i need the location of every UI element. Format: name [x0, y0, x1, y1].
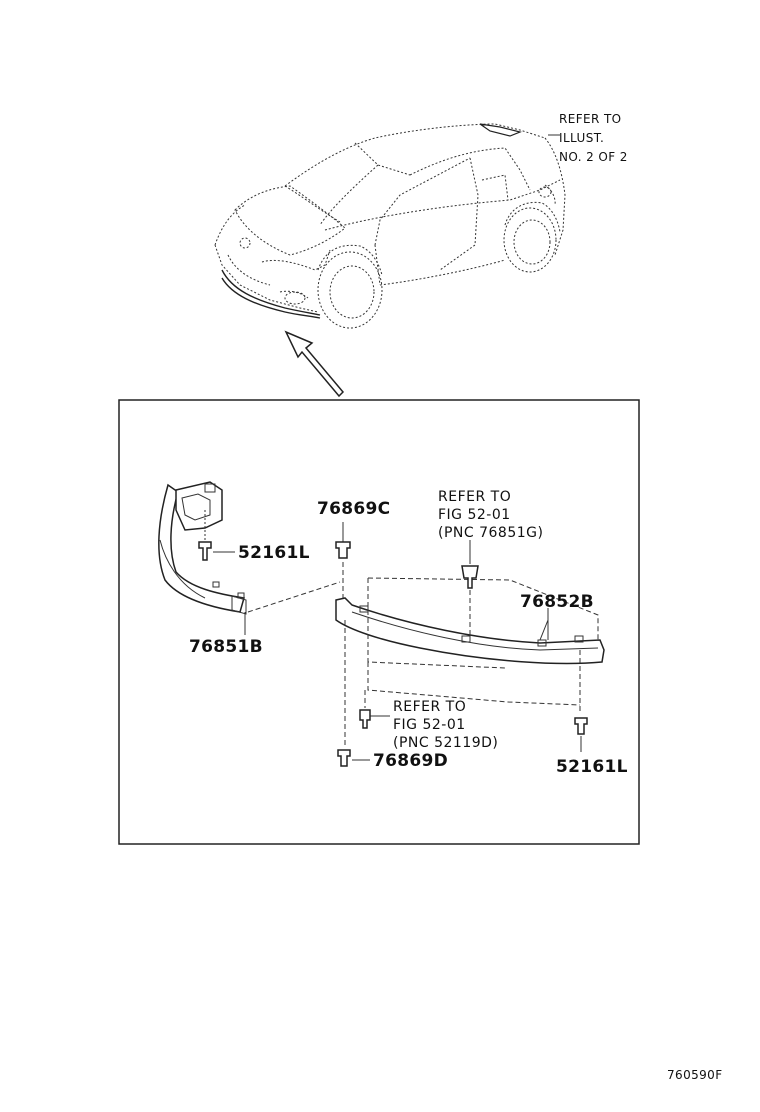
- part-76852b-illustration: [335, 597, 605, 665]
- refer-lower-line-1: REFER TO: [393, 699, 466, 715]
- part-label-76852b: 76852B: [520, 592, 594, 612]
- screw-icon: [359, 690, 390, 729]
- refer-note-line-3: NO. 2 OF 2: [559, 150, 628, 164]
- screw-icon: [198, 510, 235, 561]
- part-label-76869d: 76869D: [373, 751, 448, 771]
- refer-note-line-1: REFER TO: [559, 112, 622, 126]
- part-label-76869c: 76869C: [317, 499, 390, 519]
- refer-upper-line-3: (PNC 76851G): [438, 525, 543, 541]
- refer-note-upper: REFER TO FIG 52-01 (PNC 76851G): [438, 489, 543, 541]
- arrow-icon: [284, 330, 345, 398]
- refer-lower-line-2: FIG 52-01: [393, 717, 466, 733]
- part-76851b-illustration: [158, 481, 247, 635]
- refer-note-line-2: ILLUST.: [559, 131, 604, 145]
- screw-icon: [574, 717, 588, 752]
- detail-frame: [118, 399, 640, 845]
- vehicle-refer-note: REFER TO ILLUST. NO. 2 OF 2: [559, 112, 628, 164]
- refer-note-lower: REFER TO FIG 52-01 (PNC 52119D): [393, 699, 498, 751]
- refer-lower-line-3: (PNC 52119D): [393, 735, 498, 751]
- vehicle-illustration: [214, 123, 566, 329]
- figure-code: 760590F: [667, 1068, 723, 1082]
- screw-icon: [337, 749, 370, 767]
- part-label-52161l-bottom: 52161L: [556, 757, 628, 777]
- refer-upper-line-1: REFER TO: [438, 489, 511, 505]
- refer-upper-line-2: FIG 52-01: [438, 507, 511, 523]
- clip-icon: [335, 522, 351, 600]
- part-label-76851b: 76851B: [189, 637, 263, 657]
- part-label-52161l-top: 52161L: [238, 543, 310, 563]
- clip-icon: [461, 540, 479, 589]
